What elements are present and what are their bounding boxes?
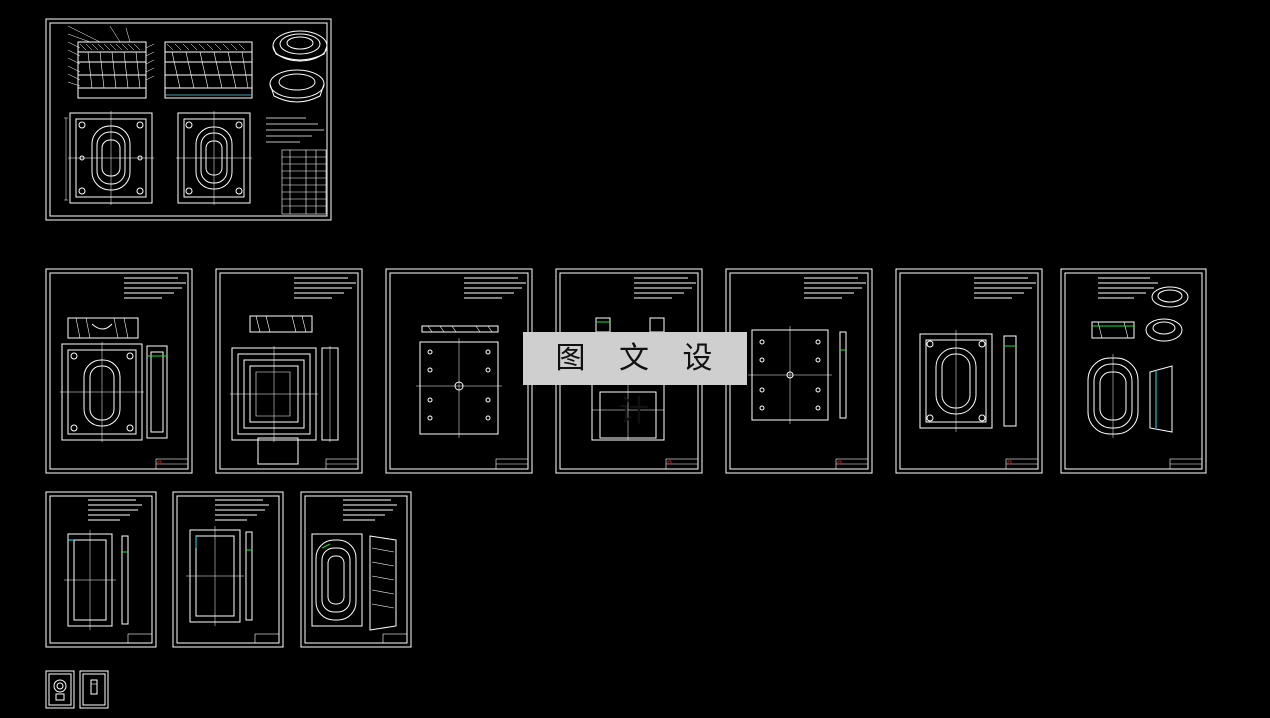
- plan-view-right: [176, 111, 252, 205]
- side-view: [146, 345, 168, 439]
- side-view: [321, 346, 339, 442]
- plan-view: [186, 526, 244, 626]
- plan-view: [748, 326, 832, 424]
- section-view: [369, 535, 397, 631]
- title-block: [1169, 458, 1203, 470]
- plan-view: [416, 338, 502, 438]
- title-block: [665, 458, 699, 470]
- plan-view: [311, 533, 363, 627]
- part-drawing-1-sheet[interactable]: [45, 268, 193, 474]
- part-drawing-5-sheet[interactable]: [725, 268, 873, 474]
- assembly-drawing-sheet[interactable]: [45, 18, 332, 221]
- sheet-notes: [464, 277, 526, 299]
- sheet-notes: [88, 499, 142, 521]
- parts-list-table: [281, 149, 327, 215]
- part-drawing-2-sheet[interactable]: [215, 268, 363, 474]
- title-block: [382, 633, 408, 644]
- sheet-notes: [804, 277, 866, 299]
- part-drawing-3-sheet[interactable]: [385, 268, 533, 474]
- title-block: [495, 458, 529, 470]
- sheet-notes: [215, 499, 269, 521]
- small-drawing-1-sheet[interactable]: [45, 670, 75, 709]
- title-block: [835, 458, 869, 470]
- 3d-part-view-top: [272, 30, 328, 62]
- side-view: [121, 535, 129, 625]
- title-block: [325, 458, 359, 470]
- part-drawing-6-sheet[interactable]: [895, 268, 1043, 474]
- section-view-left: [67, 25, 155, 99]
- sheet-notes: [343, 499, 397, 521]
- title-block: [254, 633, 280, 644]
- part-drawing-9-sheet[interactable]: [172, 491, 284, 648]
- plan-view: [919, 330, 993, 432]
- part-drawing-8-sheet[interactable]: [45, 491, 157, 648]
- small-drawing-2-sheet[interactable]: [79, 670, 109, 709]
- title-block: [1005, 458, 1039, 470]
- 3d-part-view-bottom: [269, 69, 325, 103]
- 3d-part-view: [1145, 286, 1189, 342]
- section-view: [595, 317, 665, 333]
- sheet-notes: [974, 277, 1036, 299]
- side-view: [1149, 365, 1173, 433]
- part-drawing-10-sheet[interactable]: [300, 491, 412, 648]
- title-block: [127, 633, 153, 644]
- plan-view: [60, 342, 144, 442]
- sheet-notes: [294, 277, 356, 299]
- section-view-right: [164, 41, 253, 99]
- part-drawing-7-sheet[interactable]: [1060, 268, 1207, 474]
- section-view: [1091, 321, 1135, 339]
- sheet-notes: [1098, 277, 1158, 299]
- section-view: [249, 315, 313, 333]
- sheet-notes: [634, 277, 696, 299]
- plan-view: [64, 530, 116, 630]
- sheet-notes: [124, 277, 186, 299]
- title-block: [155, 458, 189, 470]
- side-view: [1003, 335, 1017, 427]
- side-view: [839, 331, 847, 419]
- section-view: [67, 317, 139, 339]
- plan-view-left: [64, 111, 154, 205]
- section-view: [421, 325, 499, 333]
- plan-view: [1087, 354, 1139, 438]
- side-view: [245, 531, 253, 621]
- watermark-label: 图 文 设 计: [523, 332, 747, 429]
- plan-view: [230, 346, 318, 465]
- technical-notes: [266, 117, 324, 143]
